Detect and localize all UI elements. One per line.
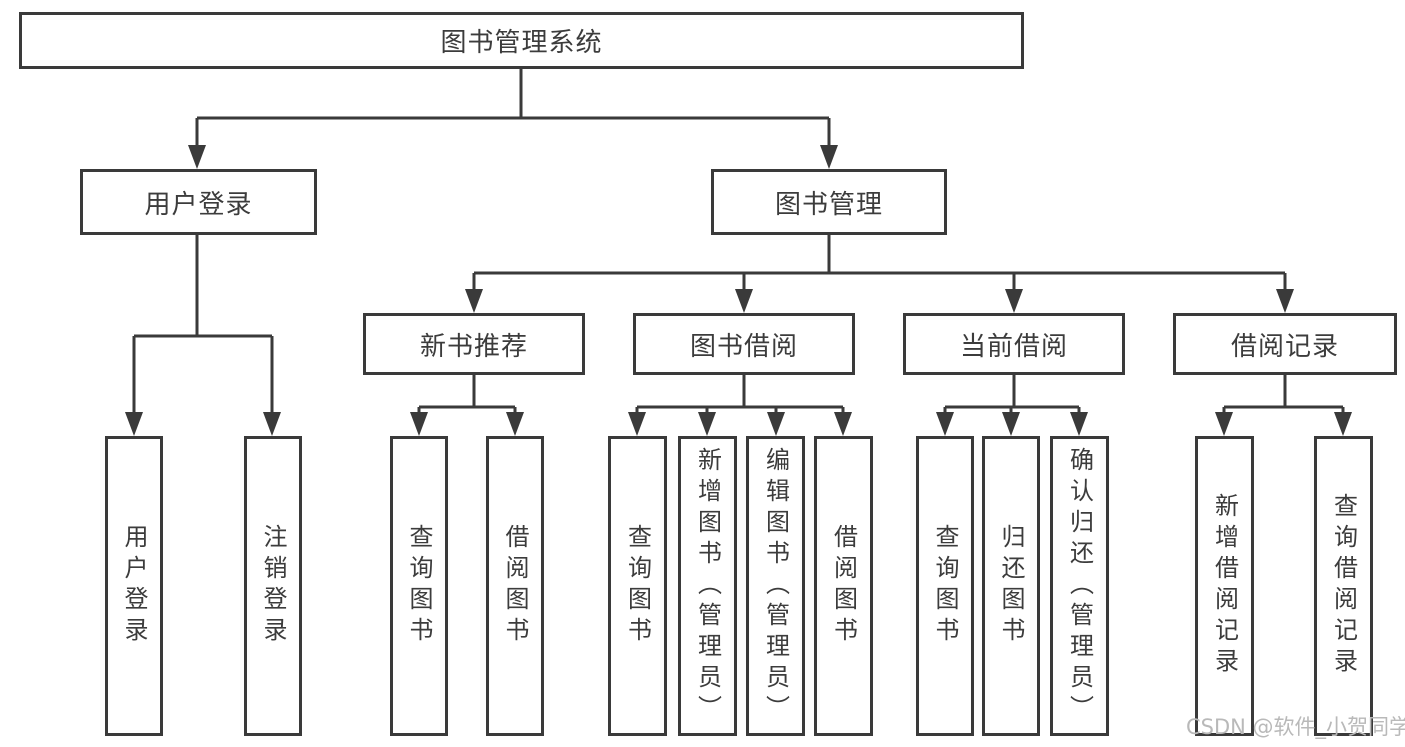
node-book-management-label: 图书管理 [774,189,883,220]
node-new-book-recommend-label: 新书推荐 [419,331,528,362]
node-leaf-user-login: 用户登录 [105,436,163,736]
node-borrow-records-label: 借阅记录 [1230,331,1339,362]
node-leaf-query-books-1: 查询图书 [390,436,448,736]
node-leaf-logout-label: 注销登录 [259,524,287,648]
node-current-borrow: 当前借阅 [903,313,1125,375]
watermark: CSDN @软件_小贺同学 [1186,715,1405,739]
node-leaf-add-books-admin: 新增图书（管理员） [678,436,737,736]
node-root: 图书管理系统 [19,12,1024,69]
node-book-borrow: 图书借阅 [633,313,855,375]
node-leaf-query-books-2-label: 查询图书 [623,524,652,648]
node-leaf-query-books-2: 查询图书 [608,436,667,736]
node-current-borrow-label: 当前借阅 [959,331,1068,362]
node-leaf-query-books-1-label: 查询图书 [405,524,433,648]
node-leaf-borrow-books-1: 借阅图书 [486,436,544,736]
node-user-login-label: 用户登录 [144,189,253,220]
node-leaf-user-login-label: 用户登录 [120,524,148,648]
node-borrow-records: 借阅记录 [1173,313,1397,375]
node-book-borrow-label: 图书借阅 [689,331,798,362]
node-leaf-logout: 注销登录 [244,436,302,736]
node-leaf-query-books-3-label: 查询图书 [931,524,959,648]
node-leaf-confirm-return-admin-label: 确认归还（管理员） [1065,446,1094,726]
node-leaf-add-borrow-record-label: 新增借阅记录 [1210,493,1239,679]
node-leaf-borrow-books-2-label: 借阅图书 [829,524,858,648]
node-leaf-borrow-books-1-label: 借阅图书 [501,524,529,648]
node-leaf-edit-books-admin: 编辑图书（管理员） [746,436,805,736]
node-book-management: 图书管理 [711,169,947,235]
node-root-label: 图书管理系统 [440,28,603,58]
node-leaf-confirm-return-admin: 确认归还（管理员） [1050,436,1109,736]
node-leaf-query-borrow-record: 查询借阅记录 [1314,436,1373,736]
node-leaf-add-books-admin-label: 新增图书（管理员） [693,446,722,726]
node-leaf-return-books-label: 归还图书 [997,524,1025,648]
node-leaf-edit-books-admin-label: 编辑图书（管理员） [761,446,790,726]
arrowheads [125,145,1352,436]
node-leaf-query-books-3: 查询图书 [916,436,974,736]
node-new-book-recommend: 新书推荐 [363,313,585,375]
node-leaf-return-books: 归还图书 [982,436,1040,736]
node-user-login: 用户登录 [80,169,317,235]
node-leaf-query-borrow-record-label: 查询借阅记录 [1329,493,1358,679]
node-leaf-borrow-books-2: 借阅图书 [814,436,873,736]
node-leaf-add-borrow-record: 新增借阅记录 [1195,436,1254,736]
